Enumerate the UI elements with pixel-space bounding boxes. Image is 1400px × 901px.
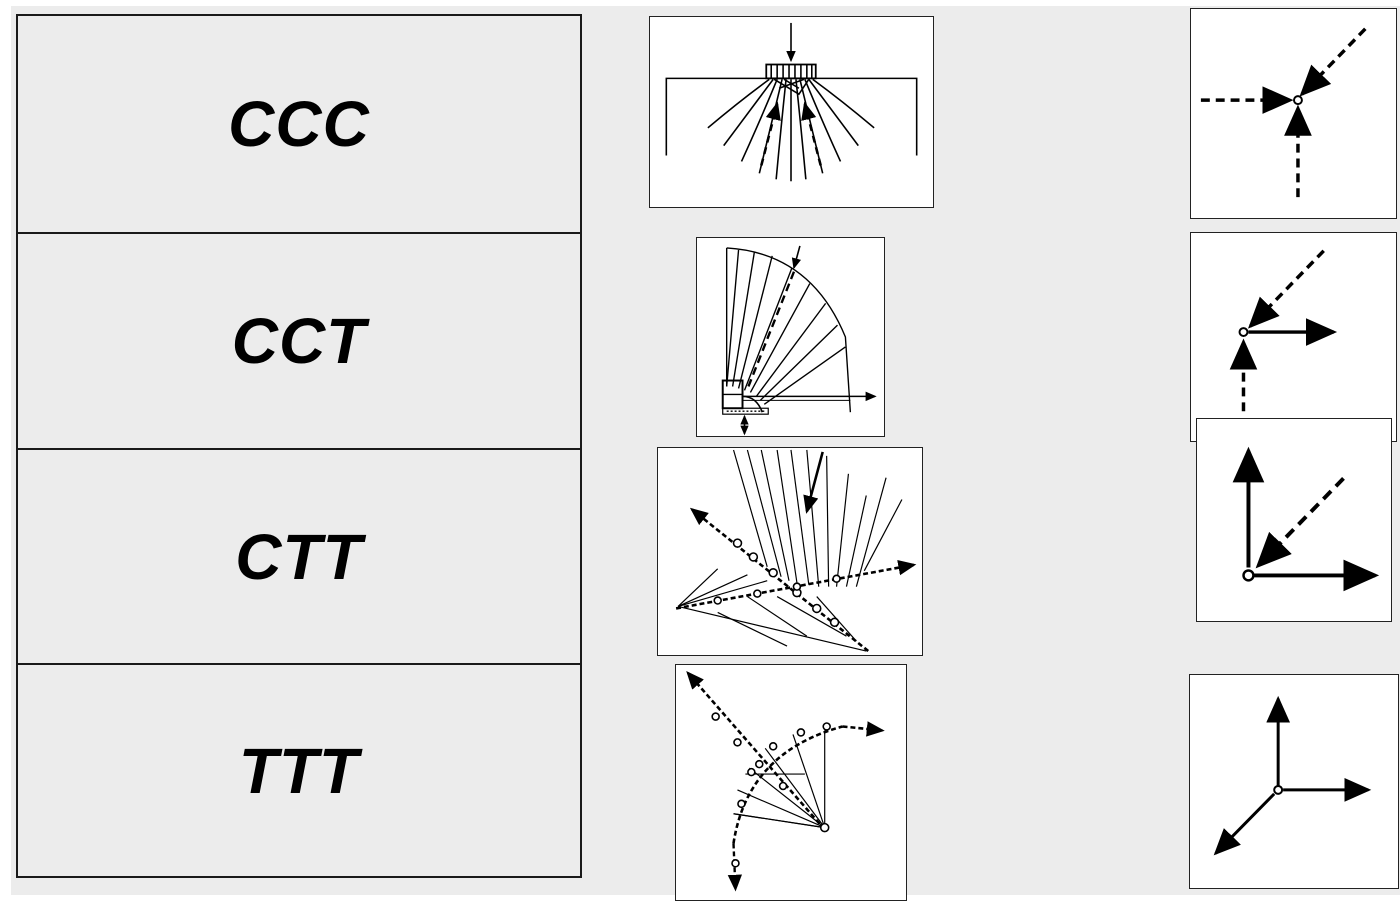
node-type-cct-cell: CCT — [18, 234, 580, 448]
node-type-ccc-label: CCC — [228, 88, 370, 160]
node-forces-ctt-icon — [1232, 446, 1380, 592]
stress-field-cct-icon — [721, 245, 877, 436]
node-forces-ctt-figure — [1196, 418, 1392, 622]
stress-field-ccc-icon — [665, 22, 918, 182]
node-type-ccc-cell: CCC — [18, 16, 580, 232]
stress-field-ctt-figure — [657, 447, 923, 656]
node-forces-ttt-figure — [1189, 674, 1399, 889]
node-forces-cct-figure — [1190, 232, 1397, 442]
row-divider — [18, 232, 580, 234]
node-type-ctt-label: CTT — [235, 521, 363, 593]
stress-field-ttt-icon — [686, 671, 885, 892]
node-type-ttt-cell: TTT — [18, 665, 580, 876]
stress-field-cct-figure — [696, 237, 885, 437]
node-type-cct-label: CCT — [231, 305, 367, 377]
stress-field-ctt-icon — [675, 449, 917, 653]
node-type-table: CCC CCT CTT TTT — [16, 14, 582, 878]
node-forces-cct-icon — [1229, 249, 1338, 412]
node-forces-ccc-icon — [1200, 27, 1367, 198]
node-type-ttt-label: TTT — [238, 734, 360, 807]
node-forces-ccc-figure — [1190, 8, 1397, 219]
node-type-ctt-cell: CTT — [18, 450, 580, 664]
stress-field-ccc-figure — [649, 16, 934, 208]
row-divider — [18, 448, 580, 450]
stress-field-ttt-figure — [675, 664, 907, 901]
node-forces-ttt-icon — [1213, 695, 1372, 856]
row-divider — [18, 663, 580, 665]
